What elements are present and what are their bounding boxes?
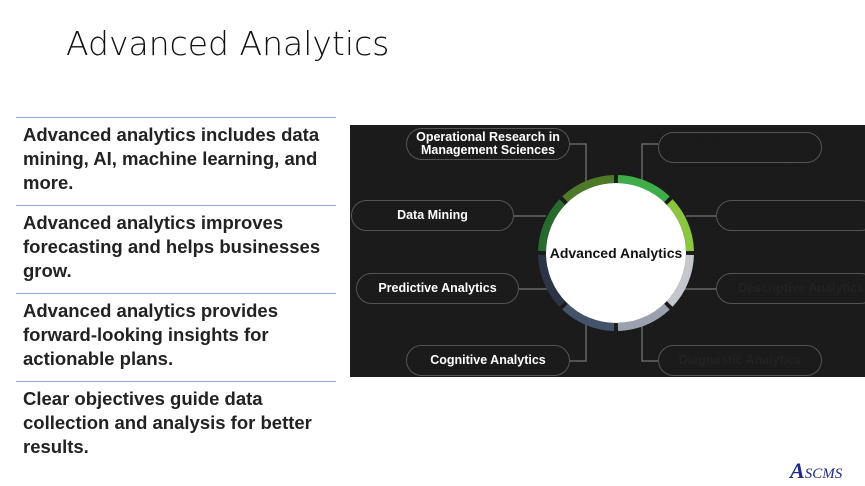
analytics-diagram: Advanced Analytics Operational Research … <box>350 125 865 377</box>
ring-segment <box>666 199 694 252</box>
ring-segment <box>617 175 670 203</box>
node-ai-ml: Artificial Intelligence / Machine Learni… <box>658 132 822 163</box>
bullet-item: Clear objectives guide data collection a… <box>16 381 336 467</box>
ring-segment <box>666 254 694 307</box>
node-cognitive: Cognitive Analytics <box>406 345 570 376</box>
bullet-item: Advanced analytics improves forecasting … <box>16 205 336 293</box>
node-operational-research: Operational Research in Management Scien… <box>406 128 570 160</box>
bullet-list: Advanced analytics includes data mining,… <box>16 117 336 467</box>
diagram-connectors <box>514 143 716 362</box>
ring-segment <box>538 254 566 307</box>
bullet-item: Advanced analytics includes data mining,… <box>16 117 336 205</box>
center-node: Advanced Analytics <box>546 183 686 323</box>
node-prescriptive: Prescriptive Analytics <box>716 200 865 231</box>
slide-title: Advanced Analytics <box>66 24 390 63</box>
node-diagnostic: Diagnostic Analytics <box>658 345 822 376</box>
ascms-logo: ASCMS <box>790 458 843 483</box>
node-data-mining: Data Mining <box>351 200 514 231</box>
ring-segment <box>562 175 615 203</box>
node-descriptive: Descriptive Analytics <box>716 273 865 304</box>
bullet-item: Advanced analytics provides forward-look… <box>16 293 336 381</box>
ring-segment <box>538 199 566 252</box>
ring-segment <box>617 303 670 331</box>
ring-segment <box>562 303 615 331</box>
node-predictive: Predictive Analytics <box>356 273 519 304</box>
